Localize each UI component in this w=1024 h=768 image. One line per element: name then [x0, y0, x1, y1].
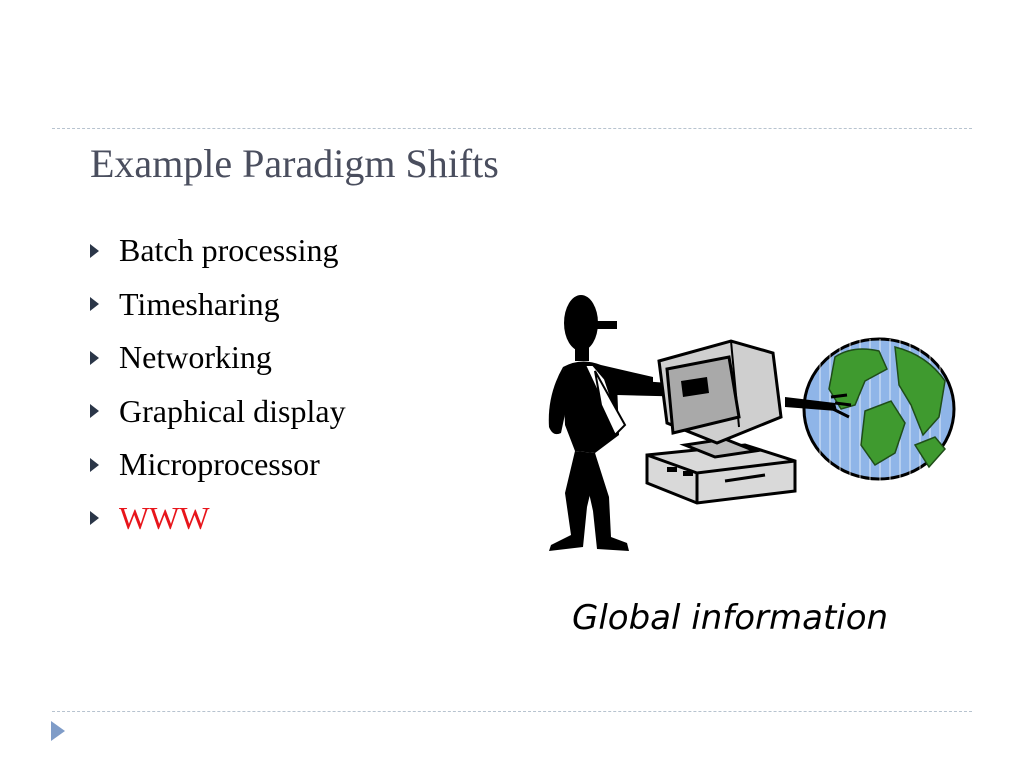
triangle-right-icon — [90, 297, 99, 312]
bottom-divider — [52, 711, 972, 712]
bullet-text: Networking — [119, 339, 272, 376]
list-item: Networking — [88, 331, 346, 385]
list-item-highlighted: WWW — [88, 492, 346, 546]
list-item: Microprocessor — [88, 438, 346, 492]
triangle-right-icon — [90, 404, 99, 419]
person-figure — [548, 295, 697, 551]
triangle-right-icon — [90, 243, 99, 258]
bullet-text: Microprocessor — [119, 446, 320, 483]
globe-icon — [785, 337, 956, 481]
next-slide-icon[interactable] — [51, 721, 65, 741]
person-computer-globe-clipart — [548, 295, 956, 551]
list-item: Graphical display — [88, 385, 346, 439]
list-item: Timesharing — [88, 278, 346, 332]
bullet-text: WWW — [119, 499, 210, 536]
bullet-text: Batch processing — [119, 232, 339, 269]
slide-title: Example Paradigm Shifts — [90, 141, 499, 186]
bullet-list: Batch processing Timesharing Networking … — [88, 224, 346, 545]
triangle-right-icon — [90, 457, 99, 472]
bullet-text: Graphical display — [119, 392, 346, 429]
top-divider — [52, 128, 972, 129]
clipart-caption: Global information — [572, 598, 889, 638]
triangle-right-icon — [90, 350, 99, 365]
triangle-right-icon — [90, 511, 99, 526]
list-item: Batch processing — [88, 224, 346, 278]
computer-icon — [645, 339, 797, 505]
bullet-text: Timesharing — [119, 285, 280, 322]
